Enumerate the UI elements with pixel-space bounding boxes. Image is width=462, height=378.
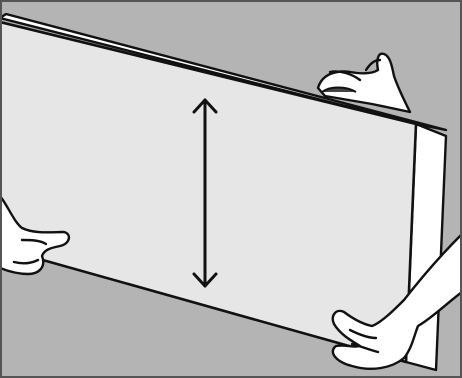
hand-top-right [316,52,412,114]
panel-front-face [0,20,418,364]
hand-bottom-left [0,194,71,276]
grip-bump [321,86,357,93]
hand-bottom-right [331,232,462,370]
vertical-double-arrow-icon [192,98,218,288]
